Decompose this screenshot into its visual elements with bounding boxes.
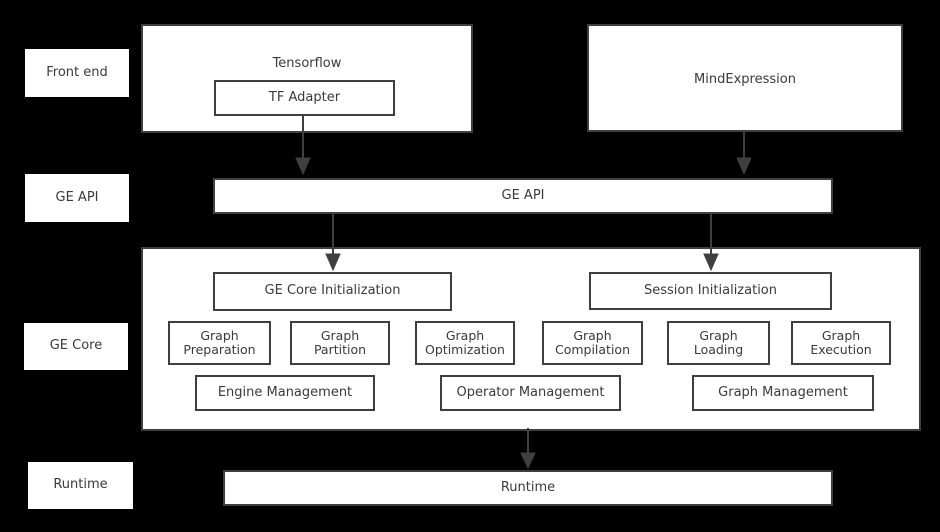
graph-execution-node[interactable]: Graph Execution	[791, 321, 891, 365]
ge-core-initialization-node[interactable]: GE Core Initialization	[213, 272, 452, 311]
mindexpression-title: MindExpression	[694, 72, 796, 87]
connector-ge-core-to-runtime	[520, 428, 536, 470]
tensorflow-container[interactable]: Tensorflow TF Adapter	[141, 24, 473, 133]
operator-management-label: Operator Management	[456, 384, 605, 400]
session-initialization-node[interactable]: Session Initialization	[589, 272, 832, 310]
tf-adapter-label: TF Adapter	[268, 89, 341, 105]
graph-partition-node[interactable]: Graph Partition	[290, 321, 390, 365]
graph-compilation-label: Graph Compilation	[554, 327, 631, 357]
graph-optimization-label: Graph Optimization	[425, 327, 505, 357]
operator-management-node[interactable]: Operator Management	[440, 375, 621, 411]
graph-loading-label: Graph Loading	[693, 327, 744, 357]
stage-label-runtime: Runtime	[28, 462, 133, 509]
connector-mindexpression-to-ge-api	[736, 132, 752, 176]
engine-management-label: Engine Management	[217, 384, 353, 400]
graph-optimization-node[interactable]: Graph Optimization	[415, 321, 515, 365]
graph-loading-node[interactable]: Graph Loading	[667, 321, 770, 365]
stage-label-runtime-text: Runtime	[53, 477, 108, 493]
tf-adapter-node[interactable]: TF Adapter	[214, 80, 395, 116]
connector-tf-adapter-to-ge-api	[295, 114, 311, 176]
graph-management-node[interactable]: Graph Management	[692, 375, 874, 411]
engine-management-node[interactable]: Engine Management	[195, 375, 375, 411]
stage-label-front-end-text: Front end	[46, 64, 108, 80]
session-initialization-label: Session Initialization	[643, 282, 777, 298]
graph-management-label: Graph Management	[718, 384, 848, 400]
ge-api-bar[interactable]: GE API	[213, 178, 833, 214]
stage-label-ge-core-text: GE Core	[49, 338, 103, 354]
tensorflow-title: Tensorflow	[272, 56, 342, 71]
graph-execution-label: Graph Execution	[810, 327, 872, 357]
graph-preparation-node[interactable]: Graph Preparation	[168, 321, 271, 365]
stage-label-ge-core: GE Core	[24, 323, 128, 370]
runtime-bar-label: Runtime	[500, 479, 556, 495]
graph-preparation-label: Graph Preparation	[183, 327, 256, 357]
connector-ge-api-to-ge-core-initialization	[325, 214, 341, 272]
mindexpression-container[interactable]: MindExpression	[587, 24, 903, 132]
ge-core-container: GE Core Initialization Session Initializ…	[141, 247, 921, 431]
stage-label-ge-api-text: GE API	[55, 189, 99, 205]
graph-partition-label: Graph Partition	[313, 327, 367, 357]
ge-core-initialization-label: GE Core Initialization	[264, 283, 401, 299]
ge-api-bar-label: GE API	[501, 187, 545, 203]
stage-label-ge-api: GE API	[25, 174, 129, 222]
stage-label-front-end: Front end	[25, 49, 129, 97]
connector-ge-api-to-session-initialization	[703, 214, 719, 272]
graph-compilation-node[interactable]: Graph Compilation	[542, 321, 643, 365]
runtime-bar[interactable]: Runtime	[223, 470, 833, 506]
